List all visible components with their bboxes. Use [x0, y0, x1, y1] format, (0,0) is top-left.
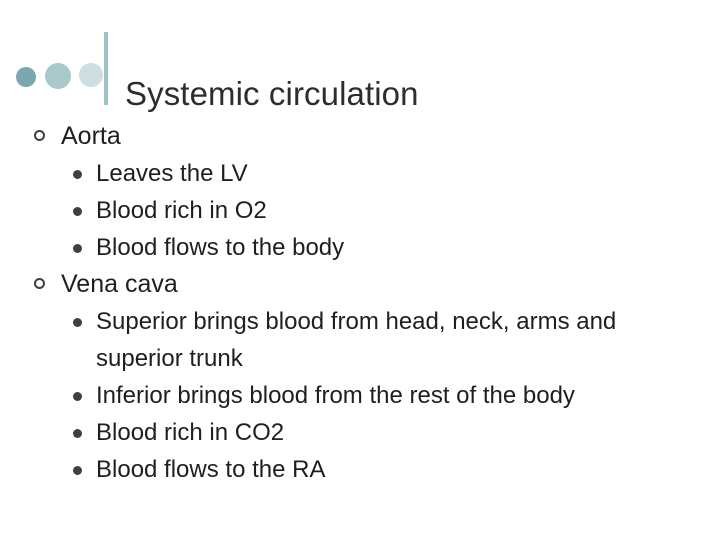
- list-item: Inferior brings blood from the rest of t…: [61, 377, 706, 414]
- bullet-list-level2: Leaves the LV Blood rich in O2 Blood flo…: [61, 155, 706, 266]
- bullet-dot-icon: [73, 429, 82, 438]
- bullet-text: Superior brings blood from head, neck, a…: [96, 308, 617, 372]
- list-item: Blood flows to the RA: [61, 451, 706, 488]
- header-decoration: [0, 0, 720, 112]
- decor-circle-medium-icon: [45, 63, 71, 89]
- decor-vertical-bar: [104, 32, 108, 105]
- bullet-text: Leaves the LV: [96, 160, 248, 187]
- slide-body: Aorta Leaves the LV Blood rich in O2 Blo…: [26, 118, 706, 488]
- bullet-text: Blood rich in O2: [96, 197, 267, 224]
- list-item: Blood rich in CO2: [61, 414, 706, 451]
- list-item: Superior brings blood from head, neck, a…: [61, 303, 706, 377]
- list-item: Leaves the LV: [61, 155, 706, 192]
- bullet-dot-icon: [73, 466, 82, 475]
- bullet-dot-icon: [73, 392, 82, 401]
- bullet-dot-icon: [73, 244, 82, 253]
- list-item: Blood rich in O2: [61, 192, 706, 229]
- bullet-text: Blood rich in CO2: [96, 419, 285, 446]
- bullet-dot-icon: [73, 207, 82, 216]
- decor-circle-light-icon: [79, 63, 103, 87]
- bullet-text: Blood flows to the RA: [96, 456, 326, 483]
- bullet-dot-icon: [73, 170, 82, 179]
- bullet-ring-icon: [34, 278, 45, 289]
- list-item: Vena cava Superior brings blood from hea…: [26, 266, 706, 488]
- bullet-ring-icon: [34, 130, 45, 141]
- list-item: Aorta Leaves the LV Blood rich in O2 Blo…: [26, 118, 706, 266]
- bullet-text: Aorta: [61, 122, 121, 150]
- bullet-text: Vena cava: [61, 270, 178, 298]
- bullet-dot-icon: [73, 318, 82, 327]
- page-title: Systemic circulation: [125, 75, 419, 113]
- bullet-text: Blood flows to the body: [96, 234, 345, 261]
- bullet-list-level1: Aorta Leaves the LV Blood rich in O2 Blo…: [26, 118, 706, 488]
- bullet-list-level2: Superior brings blood from head, neck, a…: [61, 303, 706, 488]
- decor-circle-dark-icon: [16, 67, 36, 87]
- list-item: Blood flows to the body: [61, 229, 706, 266]
- bullet-text: Inferior brings blood from the rest of t…: [96, 382, 575, 409]
